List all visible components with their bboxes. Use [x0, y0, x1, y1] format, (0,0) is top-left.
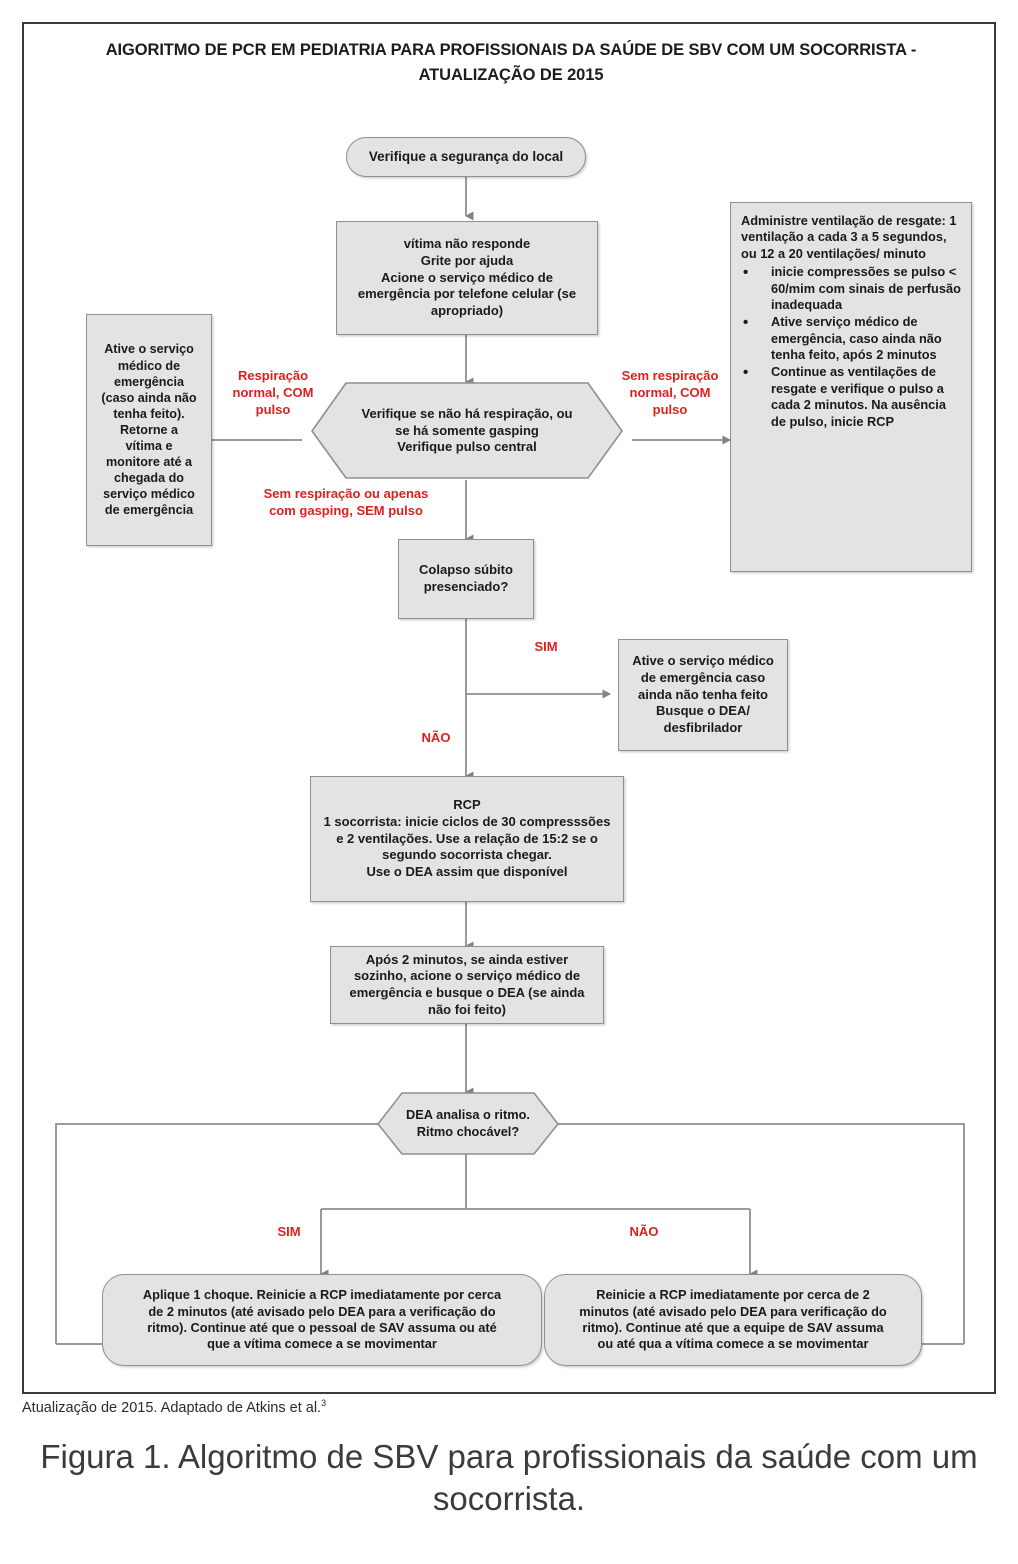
figure-caption: Figura 1. Algoritmo de SBV para profissi… [40, 1438, 978, 1518]
rescue-ventilation-bullet: inicie compressões se pulso < 60/mim com… [741, 263, 963, 313]
node-resume-cpr-no-shock[interactable]: Reinicie a RCP imediatamente por cerca d… [544, 1274, 922, 1366]
node-victim-unresponsive[interactable]: vítima não responde Grite por ajuda Acio… [336, 221, 598, 335]
node-deliver-shock-resume-cpr[interactable]: Aplique 1 choque. Reinicie a RCP imediat… [102, 1274, 542, 1366]
source-note: Atualização de 2015. Adaptado de Atkins … [22, 1398, 326, 1416]
edge-label-aed-yes: SIM [277, 1224, 301, 1239]
node-verify-scene-safety[interactable]: Verifique a segurança do local [346, 137, 586, 177]
node-activate-ems-get-aed[interactable]: Ative o serviço médico de emergência cas… [618, 639, 788, 751]
edge-label-collapse-yes: SIM [534, 639, 558, 654]
source-note-reference: 3 [321, 1398, 327, 1408]
rescue-ventilation-intro: Administre ventilação de resgate: 1 vent… [741, 213, 957, 261]
node-after-two-minutes[interactable]: Após 2 minutos, se ainda estiver sozinho… [330, 946, 604, 1024]
source-note-text: Atualização de 2015. Adaptado de Atkins … [22, 1399, 322, 1416]
node-sudden-collapse-witnessed-label: Colapso súbito presenciado? [419, 562, 513, 594]
node-verify-scene-safety-label: Verifique a segurança do local [368, 149, 564, 165]
decision-aed-shockable-rhythm[interactable]: DEA analisa o ritmo. Ritmo chocável? [376, 1092, 560, 1156]
edge-label-no-breathing-no-pulse: Sem respiração ou apenas com gasping, SE… [263, 486, 429, 518]
node-activate-ems-get-aed-label: Ative o serviço médico de emergência cas… [632, 653, 774, 735]
node-sudden-collapse-witnessed[interactable]: Colapso súbito presenciado? [398, 539, 534, 619]
node-cpr-instructions-label: RCP 1 socorrista: inicie ciclos de 30 co… [323, 797, 611, 879]
node-cpr-instructions[interactable]: RCP 1 socorrista: inicie ciclos de 30 co… [310, 776, 624, 902]
edge-label-collapse-no: NÃO [421, 730, 451, 745]
edge-label-breathing-normal-with-pulse: Respiração normal, COM pulso [232, 368, 314, 417]
node-activate-ems-monitor-label: Ative o serviço médico de emergência (ca… [101, 342, 197, 518]
node-rescue-ventilation-panel[interactable]: Administre ventilação de resgate: 1 vent… [730, 202, 972, 572]
figure-title: AIGORITMO DE PCR EM PEDIATRIA PARA PROFI… [105, 41, 917, 84]
rescue-ventilation-bullets: inicie compressões se pulso < 60/mim com… [741, 263, 963, 430]
node-activate-ems-monitor[interactable]: Ative o serviço médico de emergência (ca… [86, 314, 212, 546]
node-after-two-minutes-label: Após 2 minutos, se ainda estiver sozinho… [349, 951, 585, 1017]
node-resume-cpr-no-shock-label: Reinicie a RCP imediatamente por cerca d… [579, 1287, 887, 1352]
decision-check-breathing[interactable]: Verifique se não há respiração, ou se há… [310, 382, 624, 480]
figure-frame: AIGORITMO DE PCR EM PEDIATRIA PARA PROFI… [22, 22, 996, 1394]
rescue-ventilation-bullet: Continue as ventilações de resgate e ver… [741, 363, 963, 430]
node-deliver-shock-resume-cpr-label: Aplique 1 choque. Reinicie a RCP imediat… [142, 1287, 502, 1352]
edge-label-aed-no: NÃO [629, 1224, 659, 1239]
edge-label-no-normal-breathing-with-pulse: Sem respiração normal, COM pulso [621, 368, 719, 417]
node-victim-unresponsive-label: vítima não responde Grite por ajuda Acio… [357, 236, 577, 318]
rescue-ventilation-bullet: Ative serviço médico de emergência, caso… [741, 313, 963, 363]
flow-connectors [55, 176, 965, 1345]
